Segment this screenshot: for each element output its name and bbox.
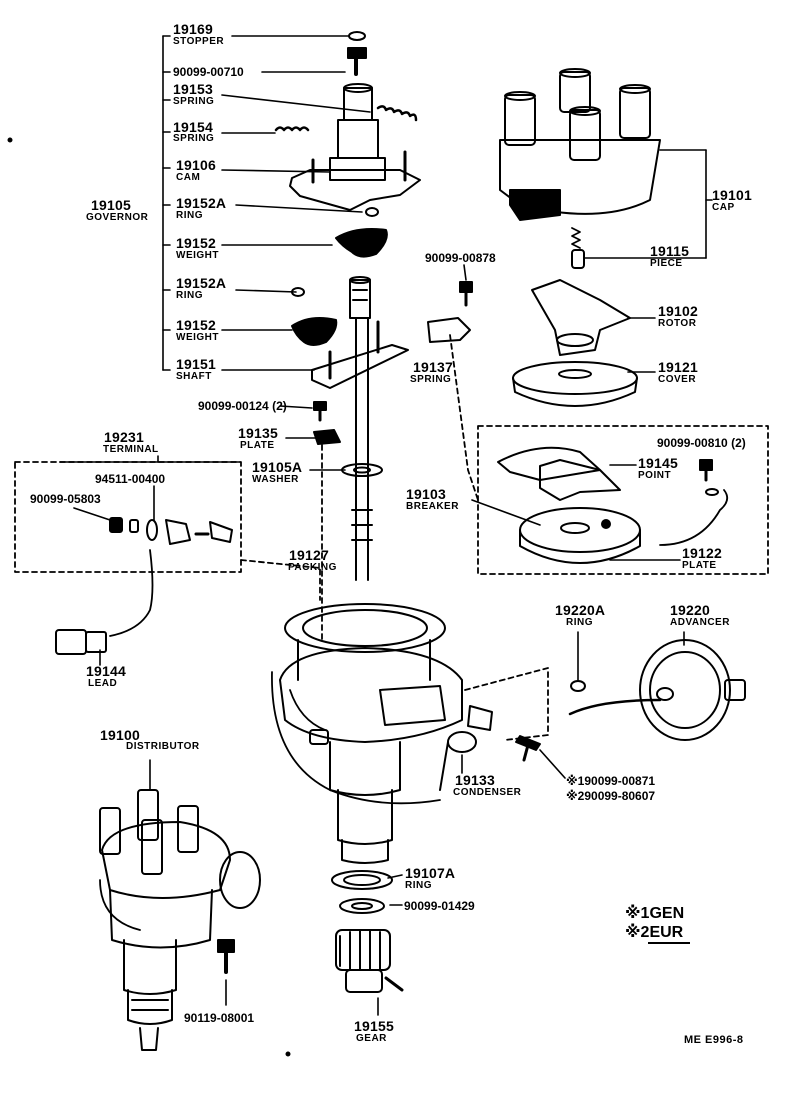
governor-parts	[274, 31, 421, 581]
cap-assembly	[427, 68, 661, 407]
part-name-plate: PLATE	[240, 440, 275, 451]
assembly-boxes	[14, 334, 769, 741]
part-number-90099-00810: 90099-00810 (2)	[657, 436, 746, 450]
advancer	[568, 639, 746, 741]
part-number-90119-08001: 90119-08001	[184, 1011, 255, 1025]
part-number-19100: 19100	[100, 727, 140, 743]
part-number-19107a: 19107A	[405, 865, 456, 881]
part-name-governor: GOVERNOR	[86, 212, 149, 223]
part-number-19106: 19106	[176, 157, 216, 173]
part-name-cover: COVER	[658, 374, 697, 385]
part-name-cam: CAM	[176, 172, 201, 183]
part-name-washer: WASHER	[252, 474, 299, 485]
part-name-cap: CAP	[712, 202, 735, 213]
part-number-19122: 19122	[682, 545, 722, 561]
part-number-90099-00871: ※190099-00871	[566, 774, 656, 788]
part-name-piece: PIECE	[650, 258, 683, 269]
part-number-19151: 19151	[176, 356, 216, 372]
part-number-19144: 19144	[86, 663, 126, 679]
part-number-90099-01429: 90099-01429	[404, 899, 475, 913]
gear-and-rings	[217, 870, 404, 993]
housing	[271, 603, 493, 864]
part-name-shaft: SHAFT	[176, 371, 212, 382]
part-number-19152: 19152	[176, 317, 216, 333]
part-name-stopper: STOPPER	[173, 36, 225, 47]
part-name-packing: PACKING	[288, 562, 337, 573]
legend-eur: ※2EUR	[625, 924, 684, 941]
part-number-19137: 19137	[413, 359, 453, 375]
part-name-weight: WEIGHT	[176, 250, 219, 261]
part-name-ring: RING	[176, 290, 203, 301]
terminal-and-lead	[55, 517, 233, 655]
part-number-19103: 19103	[406, 486, 446, 502]
assembled-distributor	[99, 789, 261, 1051]
condenser	[439, 731, 541, 791]
part-name-spring: SPRING	[173, 133, 215, 144]
part-number-19105a: 19105A	[252, 459, 303, 475]
part-name-rotor: ROTOR	[658, 318, 697, 329]
part-name-ring: RING	[176, 210, 203, 221]
part-name-ring: RING	[405, 880, 432, 891]
part-name-breaker: BREAKER	[406, 501, 459, 512]
legend-underline	[648, 942, 690, 944]
part-number-19155: 19155	[354, 1018, 394, 1034]
part-number-19153: 19153	[173, 81, 213, 97]
part-name-spring: SPRING	[410, 374, 452, 385]
part-name-distributor: DISTRIBUTOR	[126, 741, 200, 752]
part-number-90099-00124: 90099-00124 (2)	[198, 399, 287, 413]
part-name-condenser: CONDENSER	[453, 787, 522, 798]
part-name-ring: RING	[566, 617, 593, 628]
part-number-19127: 19127	[289, 547, 329, 563]
part-number-19220a: 19220A	[555, 602, 606, 618]
part-number-19169: 19169	[173, 21, 213, 37]
part-number-19133: 19133	[455, 772, 495, 788]
part-name-terminal: TERMINAL	[103, 444, 159, 455]
part-name-spring: SPRING	[173, 96, 215, 107]
part-name-plate: PLATE	[682, 560, 717, 571]
part-number-19152a: 19152A	[176, 195, 227, 211]
part-name-point: POINT	[638, 470, 672, 481]
part-number-90099-00710: 90099-00710	[173, 65, 244, 79]
part-number-19231: 19231	[104, 429, 144, 445]
part-number-19121: 19121	[658, 359, 698, 375]
part-number-90099-05803: 90099-05803	[30, 492, 101, 506]
breaker-assembly	[497, 446, 729, 564]
part-number-19154: 19154	[173, 119, 213, 135]
part-name-lead: LEAD	[88, 678, 118, 689]
leader-lines	[59, 35, 713, 1016]
part-name-gear: GEAR	[356, 1033, 387, 1044]
part-number-19145: 19145	[638, 455, 678, 471]
part-number-19135: 19135	[238, 425, 278, 441]
part-number-90099-80607: ※290099-80607	[566, 789, 656, 803]
part-number-19115: 19115	[650, 243, 690, 259]
part-name-weight: WEIGHT	[176, 332, 219, 343]
part-number-19152a: 19152A	[176, 275, 227, 291]
part-number-19152: 19152	[176, 235, 216, 251]
part-number-19102: 19102	[658, 303, 698, 319]
part-number-94511-00400: 94511-00400	[95, 472, 166, 486]
legend-gen: ※1GEN	[625, 905, 685, 922]
part-number-90099-00878: 90099-00878	[425, 251, 496, 265]
part-name-advancer: ADVANCER	[670, 617, 730, 628]
part-number-19101: 19101	[712, 187, 752, 203]
part-number-19220: 19220	[670, 602, 710, 618]
diagram-code: ME E996-8	[684, 1034, 744, 1046]
part-number-19105: 19105	[91, 197, 131, 213]
